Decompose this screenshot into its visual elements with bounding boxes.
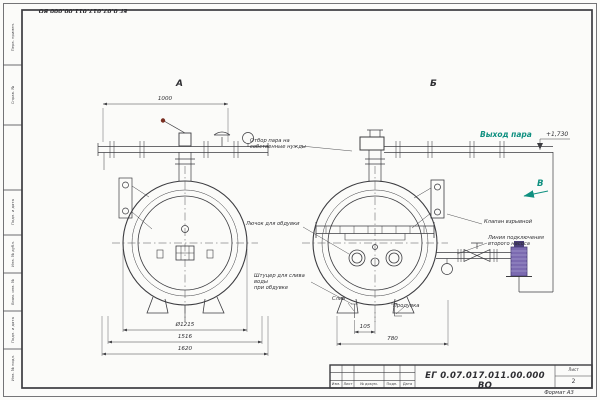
- margin-label-podp-data-1: Подп. и дата: [10, 199, 15, 225]
- view-a-piping: [97, 118, 269, 230]
- titleblock-header-podp: Подп.: [386, 381, 398, 386]
- leader-lines: [300, 145, 488, 315]
- level-gauge-column: [118, 177, 133, 219]
- view-b-vessel: [302, 166, 448, 322]
- dimension-1000: 1000: [157, 96, 173, 102]
- dimension-780: 780: [387, 336, 398, 342]
- dimension-diameter: Ø1215: [175, 322, 195, 328]
- doc-number-top: ЕГ 0.07.017.011.00.000 ВО: [38, 6, 128, 13]
- explosion-valve-column: [430, 179, 445, 219]
- pump-body: [510, 246, 528, 277]
- dimension-1516: 1516: [177, 334, 193, 340]
- valve-handwheel: [213, 131, 231, 146]
- view-b-legs: [336, 296, 415, 314]
- annotation-drain-fitting: Штуцер для слива воды при обдувке: [254, 273, 305, 292]
- sight-glass-right: [385, 249, 403, 267]
- titleblock-header-dokum: № докум.: [360, 381, 378, 386]
- titleblock-header-data: Дата: [402, 381, 413, 386]
- titleblock-header-list: Лист: [343, 381, 353, 386]
- view-v-label: В: [537, 179, 544, 189]
- title-block-grid: [329, 364, 593, 389]
- safety-valve: [178, 132, 192, 147]
- margin-label-perv-primen: Перв. примен.: [10, 22, 15, 52]
- level-mark-label: +1,730: [546, 131, 569, 138]
- feed-valve: [463, 248, 491, 263]
- titleblock-sheet-label: Лист: [568, 367, 579, 372]
- feed-piping-pump: [436, 152, 554, 293]
- view-a-dimensions: [101, 102, 269, 356]
- safety-valve-weight: [160, 118, 166, 123]
- margin-label-inv-podl: Инв. № подл.: [10, 354, 15, 382]
- level-mark-flag: [537, 143, 543, 150]
- outlet-elbow: [359, 136, 385, 151]
- sheet-frame: [3, 3, 597, 397]
- view-a-label: А: [176, 79, 183, 89]
- view-a-legs: [146, 296, 225, 314]
- dimension-105: 105: [359, 324, 371, 330]
- feed-pressure-gauge: [441, 263, 453, 275]
- view-b-dimensions: [336, 300, 449, 346]
- titleblock-doc-number: ЕГ 0.07.017.011.00.000 ВО: [425, 371, 545, 392]
- annotation-explosion-valve: Клапан взрывной: [484, 219, 532, 225]
- view-b-label: Б: [430, 79, 437, 89]
- annotation-drain: Слив: [332, 296, 346, 302]
- margin-label-sprav: Справ. №: [10, 85, 15, 105]
- titleblock-sheet-number: 2: [571, 378, 576, 385]
- view-b-piping: [359, 129, 570, 182]
- steam-outlet-label: Выход пара: [480, 130, 532, 139]
- bolted-band: [315, 222, 435, 238]
- dimension-1620: 1620: [177, 346, 193, 352]
- format-label: Формат А3: [544, 389, 574, 396]
- titleblock-header-izm: Изм.: [331, 381, 341, 386]
- annotation-blowdown: Продувка: [393, 303, 420, 309]
- view-a-vessel: [112, 166, 258, 322]
- annotation-blow-hatch: Лючок для обдувки: [246, 221, 300, 227]
- annotation-second-pump-line: Линия подключения второго насоса: [488, 235, 544, 248]
- view-a-top-plug: [181, 225, 189, 233]
- view-direction-arrow: [523, 190, 549, 198]
- sight-glass-left: [348, 249, 366, 267]
- annotation-steam-extraction: Отбор пара на собственные нужды: [250, 138, 306, 151]
- pump-motor: [514, 241, 524, 247]
